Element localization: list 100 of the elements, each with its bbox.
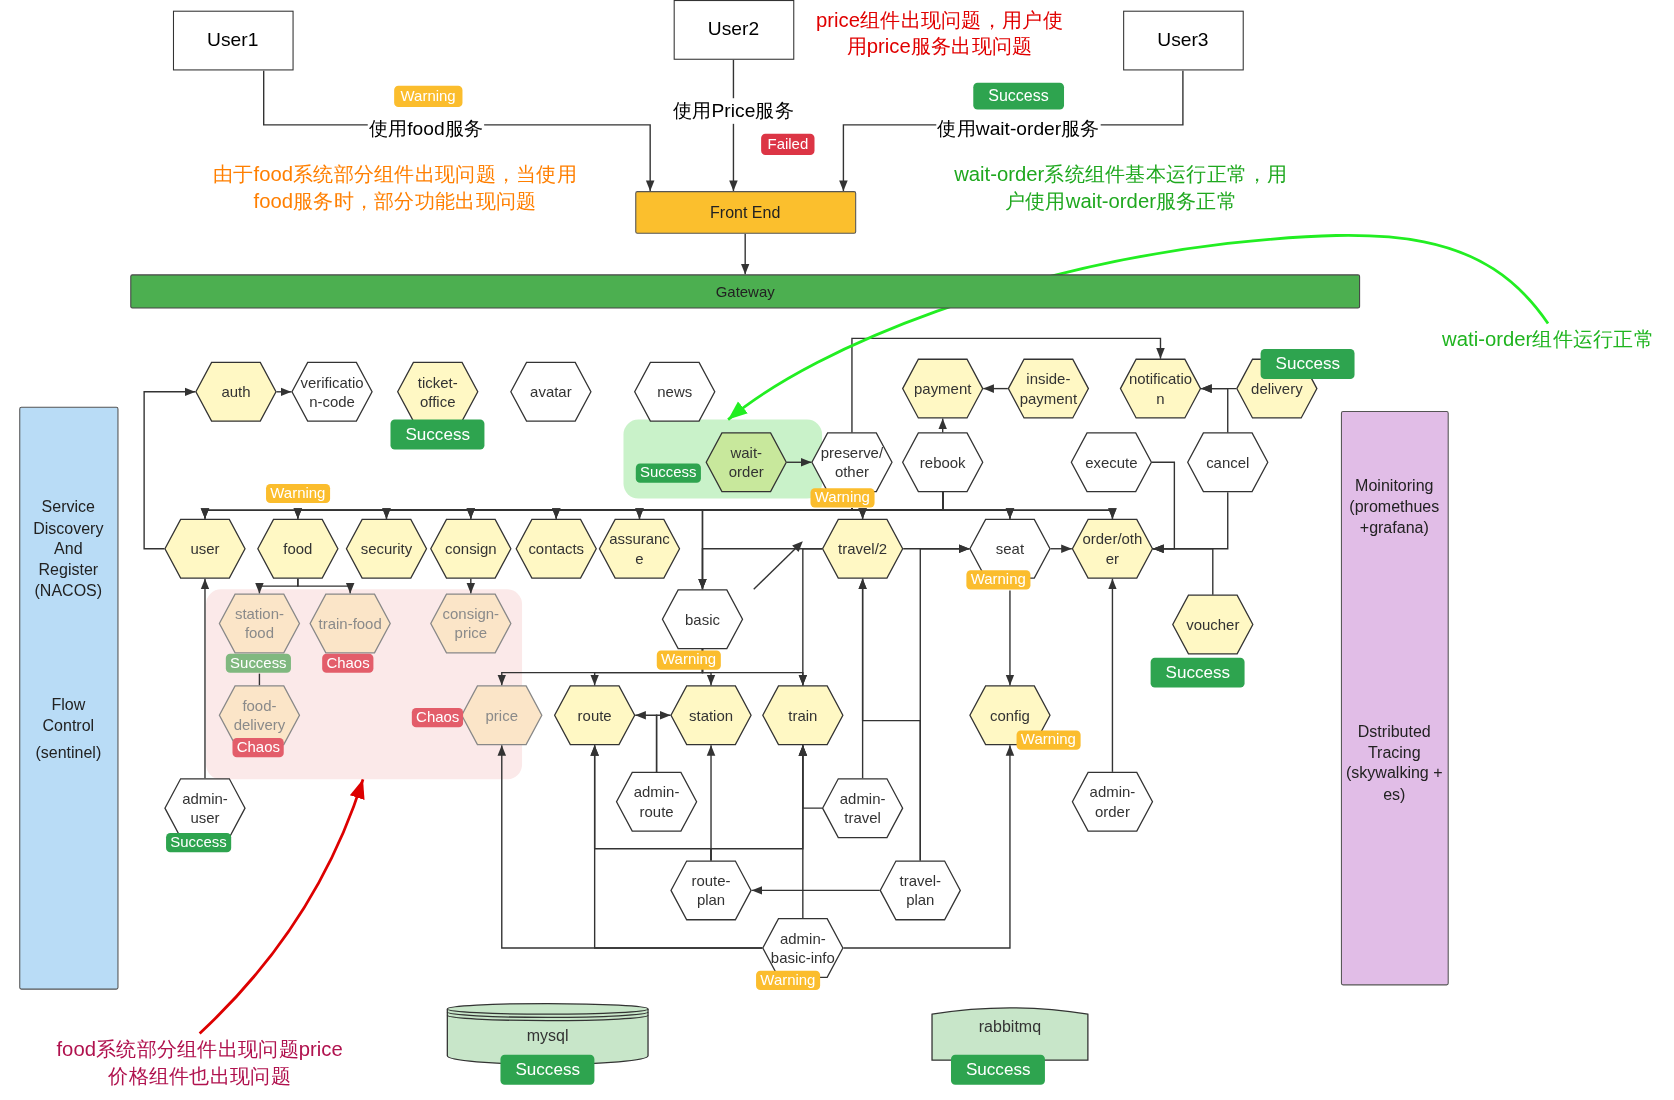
panel-text: Service Discovery And Register (NACOS) (32, 496, 105, 601)
connector-arrow (750, 886, 881, 895)
leader-arrow (727, 234, 1550, 421)
service-hexagon: train-food (309, 593, 391, 654)
service-hexagon: avatar (510, 361, 592, 422)
connector-arrow (590, 744, 763, 949)
edge-label: 使用Price服务 (672, 98, 795, 124)
status-badge: Warning (394, 85, 463, 107)
connector-arrow (466, 577, 476, 595)
status-badge: Warning (266, 483, 330, 503)
annotation-text: price组件出现问题，用户使用price服务出现问题 (815, 7, 1064, 60)
connector-arrow (942, 491, 1117, 520)
connector-arrow (1005, 589, 1015, 687)
side-panel (1340, 411, 1449, 986)
service-hexagon: payment (902, 358, 984, 419)
service-hexagon: basic (661, 589, 744, 650)
service-hexagon: assurance (598, 518, 681, 579)
status-badge: Success (390, 419, 485, 450)
status-badge: Success (225, 653, 291, 673)
user-box: User3 (1122, 10, 1244, 71)
user-box: User2 (673, 0, 794, 60)
panel-text: (sentinel) (34, 742, 103, 763)
connector-arrow (798, 744, 808, 919)
service-hexagon: station (670, 685, 752, 746)
service-hexagon: route-plan (670, 860, 752, 921)
status-badge: Success (973, 82, 1064, 110)
service-hexagon: notification (1119, 358, 1202, 419)
service-hexagon: ticket-office (397, 361, 479, 422)
service-hexagon: consign (430, 518, 512, 579)
status-badge: Success (635, 463, 701, 483)
connector-arrow (919, 544, 971, 862)
connector-arrow (143, 387, 197, 550)
queue-shape: rabbitmq (930, 1005, 1089, 1062)
panel-text: Moinitoring (promethues+grafana) (1348, 475, 1441, 538)
connector-arrow (701, 648, 808, 687)
status-badge: Success (500, 1054, 595, 1085)
service-hexagon: food (257, 518, 339, 579)
frontend-box: Front End (634, 191, 856, 234)
status-badge: Success (951, 1054, 1046, 1085)
service-hexagon: verification-code (291, 361, 373, 422)
service-hexagon: route (554, 685, 636, 746)
user-box: User1 (172, 10, 294, 71)
connector-arrow (851, 337, 1165, 434)
service-hexagon: cancel (1187, 432, 1269, 493)
annotation-text: 由于food系统部分组件出现问题，当使用food服务时，部分功能出现问题 (212, 162, 578, 215)
service-hexagon: inside-payment (1007, 358, 1089, 419)
service-hexagon: consign-price (430, 593, 512, 654)
connector-arrow (839, 69, 1184, 192)
service-hexagon: train (762, 685, 844, 746)
status-badge: Warning (810, 488, 875, 507)
status-badge: Success (166, 833, 232, 852)
service-hexagon: user (164, 518, 246, 579)
service-hexagon: travel/2 (822, 518, 904, 579)
connector-arrow (740, 233, 750, 276)
service-hexagon: news (634, 361, 716, 422)
service-hexagon: admin-travel (822, 778, 904, 839)
connector-arrow (786, 458, 813, 467)
connector-line (258, 672, 261, 687)
status-badge: Warning (1016, 730, 1081, 750)
service-hexagon: rebook (902, 432, 984, 493)
connector-arrow (729, 59, 738, 192)
service-hexagon: admin-route (616, 771, 698, 832)
annotation-text: wait-order系统组件基本运行正常，用户使用wait-order服务正常 (953, 162, 1289, 215)
status-badge: Chaos (322, 653, 374, 673)
status-badge: Warning (656, 650, 721, 670)
service-hexagon: auth (195, 361, 277, 422)
status-badge: Chaos (411, 708, 464, 727)
connector-arrow (982, 384, 1009, 393)
connector-arrow (1049, 544, 1073, 553)
service-hexagon: station-food (218, 593, 300, 654)
connector-arrow (655, 711, 672, 773)
connector-arrow (200, 577, 210, 779)
leader-arrow (198, 778, 365, 1035)
service-hexagon: travel-plan (879, 860, 961, 921)
connector-arrow (263, 69, 655, 192)
service-hexagon: order/other (1071, 518, 1153, 579)
panel-text: Dstributed Tracing (skywalking + es) (1345, 720, 1443, 804)
service-hexagon: security (345, 518, 428, 579)
annotation-text: wati-order组件运行正常 (1409, 323, 1674, 356)
status-badge: Warning (756, 970, 820, 990)
connector-arrow (858, 577, 867, 779)
connector-arrow (1108, 577, 1117, 773)
service-hexagon: admin-order (1071, 771, 1153, 832)
status-badge: Warning (966, 570, 1031, 590)
connector-arrow (297, 577, 355, 595)
service-hexagon: execute (1070, 432, 1152, 493)
service-hexagon: wait-order (705, 432, 787, 493)
highlight-area (206, 589, 523, 780)
service-hexagon: price (461, 685, 543, 746)
status-badge: Success (1150, 657, 1246, 688)
side-panel (18, 406, 118, 990)
connector-arrow (1152, 544, 1214, 596)
annotation-text: food系统部分组件出现问题price价格组件也出现问题 (55, 1033, 344, 1094)
connector-arrow (1200, 384, 1237, 393)
service-hexagon: contacts (515, 518, 597, 579)
panel-text: Flow Control (41, 694, 96, 736)
gateway-bar: Gateway (130, 274, 1361, 309)
connector-arrow (938, 417, 947, 434)
status-badge: Success (1260, 349, 1356, 379)
connector-arrow (842, 744, 1015, 949)
